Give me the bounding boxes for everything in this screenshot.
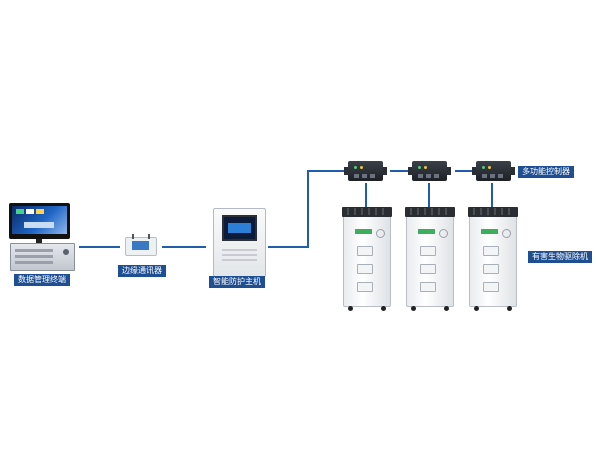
controller-2-icon <box>408 161 451 181</box>
repeller-cabinet-3-icon <box>468 207 518 311</box>
edge-communicator-icon <box>125 234 157 256</box>
wire-host-riser <box>268 246 308 248</box>
wire-controller-2-3 <box>455 170 476 172</box>
computer-tower-icon <box>10 243 75 271</box>
wire-riser-controller-1 <box>307 170 346 172</box>
wire-controller-1-2 <box>390 170 411 172</box>
wire-edge-host <box>162 246 206 248</box>
wire-terminal-edge <box>79 246 120 248</box>
label-edge-communicator: 边缘通讯器 <box>118 265 166 277</box>
controller-3-icon <box>472 161 515 181</box>
repeller-cabinet-1-icon <box>342 207 392 311</box>
wire-controller-2-cabinet <box>428 183 430 208</box>
label-terminal: 数据管理终端 <box>14 274 70 286</box>
repeller-cabinet-2-icon <box>405 207 455 311</box>
wire-controller-1-cabinet <box>365 183 367 208</box>
monitor-icon <box>9 203 70 239</box>
controller-1-icon <box>344 161 387 181</box>
label-controller: 多功能控制器 <box>518 166 574 178</box>
wire-riser-vertical <box>307 170 309 248</box>
label-host: 智能防护主机 <box>209 276 265 288</box>
label-repeller: 有害生物驱除机 <box>528 251 592 263</box>
host-panel-icon <box>213 208 266 277</box>
wire-controller-3-cabinet <box>491 183 493 208</box>
